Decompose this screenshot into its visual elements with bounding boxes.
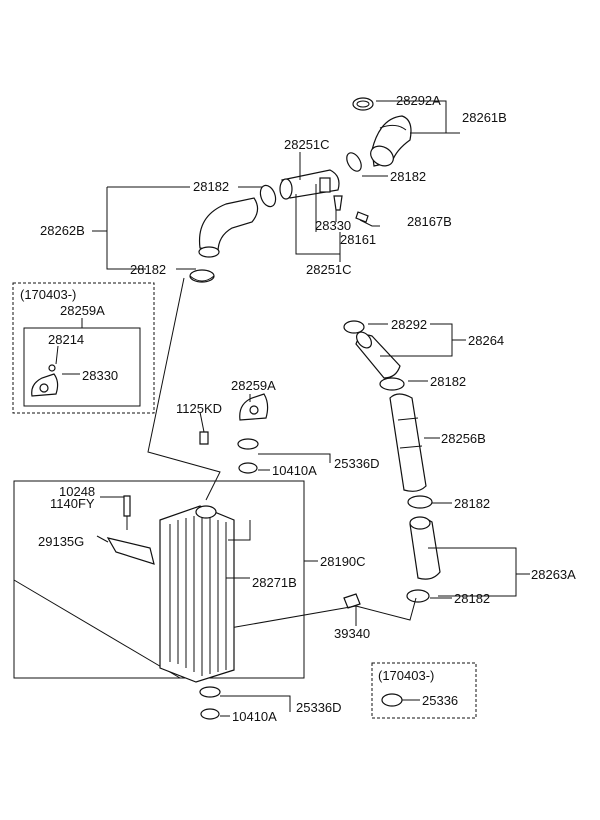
label-28182-b: 28182 bbox=[193, 179, 229, 194]
label-39340: 39340 bbox=[334, 626, 370, 641]
clamp-28182-hose-top bbox=[379, 377, 405, 391]
label-28259A: 28259A bbox=[231, 378, 276, 393]
clamp-28182-hose-bot bbox=[406, 589, 430, 603]
bolt-28167B bbox=[355, 211, 369, 223]
label-box1-28259A: 28259A bbox=[60, 303, 105, 318]
bolt-1140FY bbox=[123, 495, 131, 517]
label-10410A-bottom: 10410A bbox=[232, 709, 277, 724]
clamp-28182-hose-mid bbox=[407, 495, 433, 509]
label-box1-28330: 28330 bbox=[82, 368, 118, 383]
label-28292: 28292 bbox=[391, 317, 427, 332]
bracket-29135G bbox=[106, 537, 155, 565]
clamp-28292A bbox=[352, 97, 374, 111]
bolt-1125KD bbox=[199, 431, 209, 445]
clamp-28182-right bbox=[346, 152, 362, 172]
sensor-39340 bbox=[343, 593, 361, 609]
label-25336D-top: 25336D bbox=[334, 456, 380, 471]
bracket-28259A bbox=[239, 393, 269, 421]
label-28182-e: 28182 bbox=[454, 496, 490, 511]
insulator-25336D-top bbox=[237, 438, 259, 450]
insulator-25336 bbox=[381, 693, 403, 707]
label-28262B: 28262B bbox=[40, 223, 85, 238]
label-28251C-top: 28251C bbox=[284, 137, 330, 152]
label-28167B: 28167B bbox=[407, 214, 452, 229]
label-28330-top: 28330 bbox=[315, 218, 351, 233]
option-box-1 bbox=[12, 282, 155, 414]
nut-10410A-top bbox=[238, 462, 258, 474]
label-28256B: 28256B bbox=[441, 431, 486, 446]
label-28182-d: 28182 bbox=[430, 374, 466, 389]
label-box1-28214: 28214 bbox=[48, 332, 84, 347]
nut-10410A-bottom bbox=[200, 708, 220, 720]
label-28263A: 28263A bbox=[531, 567, 576, 582]
label-box2-date: (170403-) bbox=[378, 668, 434, 683]
label-1140FY: 1140FY bbox=[50, 496, 95, 511]
label-28190C: 28190C bbox=[320, 554, 366, 569]
label-28182-c: 28182 bbox=[130, 262, 166, 277]
clamp-28182-lower-left bbox=[189, 269, 215, 283]
label-1125KD: 1125KD bbox=[176, 401, 222, 416]
sensor-28330 bbox=[333, 195, 343, 211]
option-box-2 bbox=[371, 662, 477, 719]
hose-28262B bbox=[198, 197, 259, 258]
label-10248: 10248 bbox=[59, 484, 95, 499]
label-28161: 28161 bbox=[340, 232, 376, 247]
bracket-28259A-small bbox=[31, 364, 59, 397]
label-box2-25336: 25336 bbox=[422, 693, 458, 708]
insulator-25336D-bottom bbox=[199, 686, 221, 698]
pipe-28251C bbox=[279, 169, 340, 200]
hose-28261B bbox=[370, 115, 412, 167]
hose-28264 bbox=[355, 331, 401, 379]
hose-28263A bbox=[409, 516, 441, 580]
clamp-28182-mid bbox=[259, 184, 277, 208]
label-10410A-top: 10410A bbox=[272, 463, 317, 478]
label-28292A: 28292A bbox=[396, 93, 441, 108]
label-28182-a: 28182 bbox=[390, 169, 426, 184]
label-28264: 28264 bbox=[468, 333, 504, 348]
label-28182-f: 28182 bbox=[454, 591, 490, 606]
intercooler-box bbox=[13, 480, 305, 679]
label-25336D-bottom: 25336D bbox=[296, 700, 342, 715]
hose-28256B bbox=[389, 393, 427, 492]
clamp-28292 bbox=[343, 320, 365, 334]
label-28271B: 28271B bbox=[252, 575, 297, 590]
label-28261B: 28261B bbox=[462, 110, 507, 125]
label-28251C-bottom: 28251C bbox=[306, 262, 352, 277]
label-box1-date: (170403-) bbox=[20, 287, 76, 302]
label-29135G: 29135G bbox=[38, 534, 84, 549]
intercooler-28190C bbox=[159, 505, 235, 683]
